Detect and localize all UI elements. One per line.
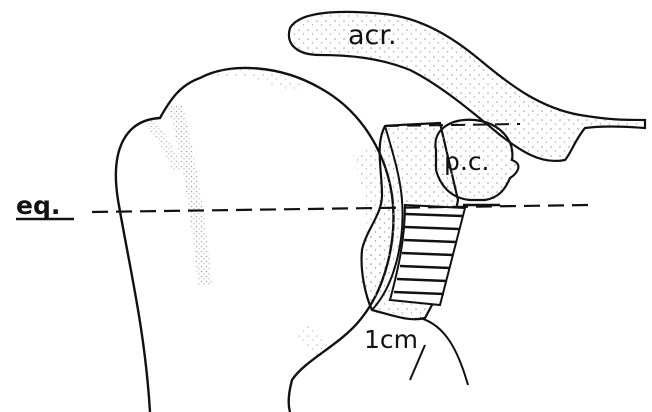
humerus: [116, 68, 394, 412]
acromion-label: acr.: [348, 20, 397, 51]
distance-annotation: 1cm: [364, 318, 468, 385]
coracoid-label: p.c.: [444, 147, 490, 176]
distance-label: 1cm: [364, 325, 418, 354]
equator-label: eq.: [16, 191, 60, 220]
